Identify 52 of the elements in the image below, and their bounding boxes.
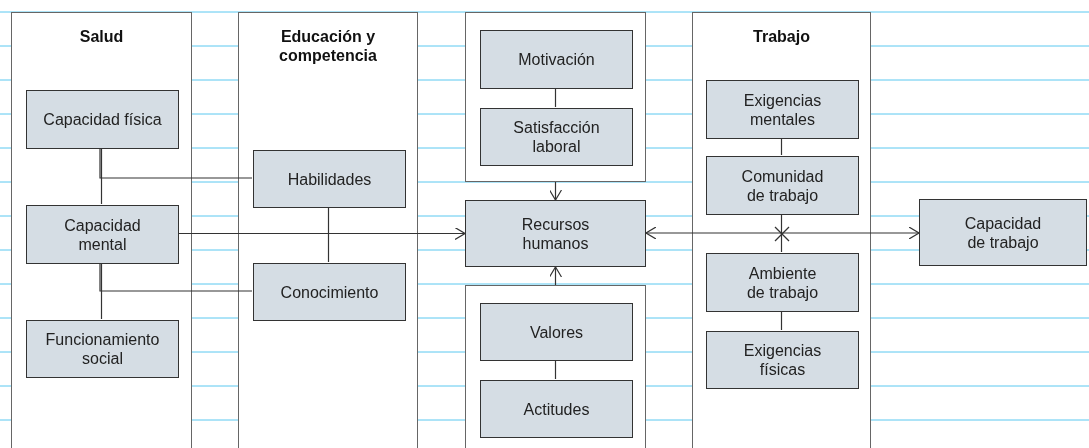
- connector-line: [99, 262, 253, 292]
- connector-line: [780, 213, 783, 253]
- connector-line: [780, 137, 783, 156]
- category-column: [238, 12, 418, 448]
- box-label: Valores: [529, 322, 584, 342]
- concept-box: [480, 303, 633, 361]
- concept-box: [706, 80, 859, 139]
- concept-box: [919, 199, 1087, 266]
- concept-box: [480, 108, 633, 166]
- box-label: Motivación: [518, 50, 595, 69]
- connector-line: [99, 147, 253, 179]
- box-label: Capacidad mental: [63, 215, 142, 254]
- concept-box: [253, 150, 406, 208]
- box-label: Actitudes: [523, 399, 590, 419]
- concept-box: [465, 200, 646, 267]
- box-label: Ambiente de trabajo: [745, 263, 820, 302]
- box-label: Exigencias mentales: [742, 90, 823, 129]
- concept-box: [26, 320, 179, 378]
- box-label: Habilidades: [287, 169, 372, 189]
- concept-box: [706, 253, 859, 312]
- connector-line: [780, 310, 783, 331]
- group-frame: [465, 285, 646, 448]
- concept-box: [26, 205, 179, 264]
- concept-box: [480, 380, 633, 438]
- concept-box: [26, 90, 179, 149]
- connector-line: [554, 359, 557, 380]
- box-label: Exigencias físicas: [742, 341, 823, 379]
- column-heading: Trabajo: [752, 27, 811, 46]
- connector-line: [554, 87, 557, 108]
- arrow: [177, 226, 466, 241]
- connector-line: [100, 262, 103, 320]
- column-heading: Educación y competencia: [278, 27, 378, 65]
- box-label: Conocimiento: [280, 282, 379, 302]
- concept-box: [480, 30, 633, 89]
- concept-box: [253, 263, 406, 321]
- group-frame: [465, 12, 646, 182]
- arrow: [548, 266, 563, 286]
- box-label: Funcionamiento social: [44, 330, 161, 368]
- category-column: [692, 12, 871, 448]
- connector-line: [100, 147, 103, 205]
- box-label: Satisfacción laboral: [512, 118, 601, 156]
- concept-box: [706, 156, 859, 215]
- category-column: [11, 12, 192, 448]
- box-label: Recursos humanos: [520, 214, 591, 253]
- box-label: Capacidad de trabajo: [963, 213, 1043, 252]
- box-label: Comunidad de trabajo: [740, 166, 825, 205]
- connector-line: [327, 206, 330, 263]
- arrow: [645, 226, 920, 240]
- box-label: Capacidad física: [43, 110, 162, 129]
- column-heading: Salud: [78, 27, 125, 46]
- arrow: [548, 181, 563, 201]
- concept-box: [706, 331, 859, 389]
